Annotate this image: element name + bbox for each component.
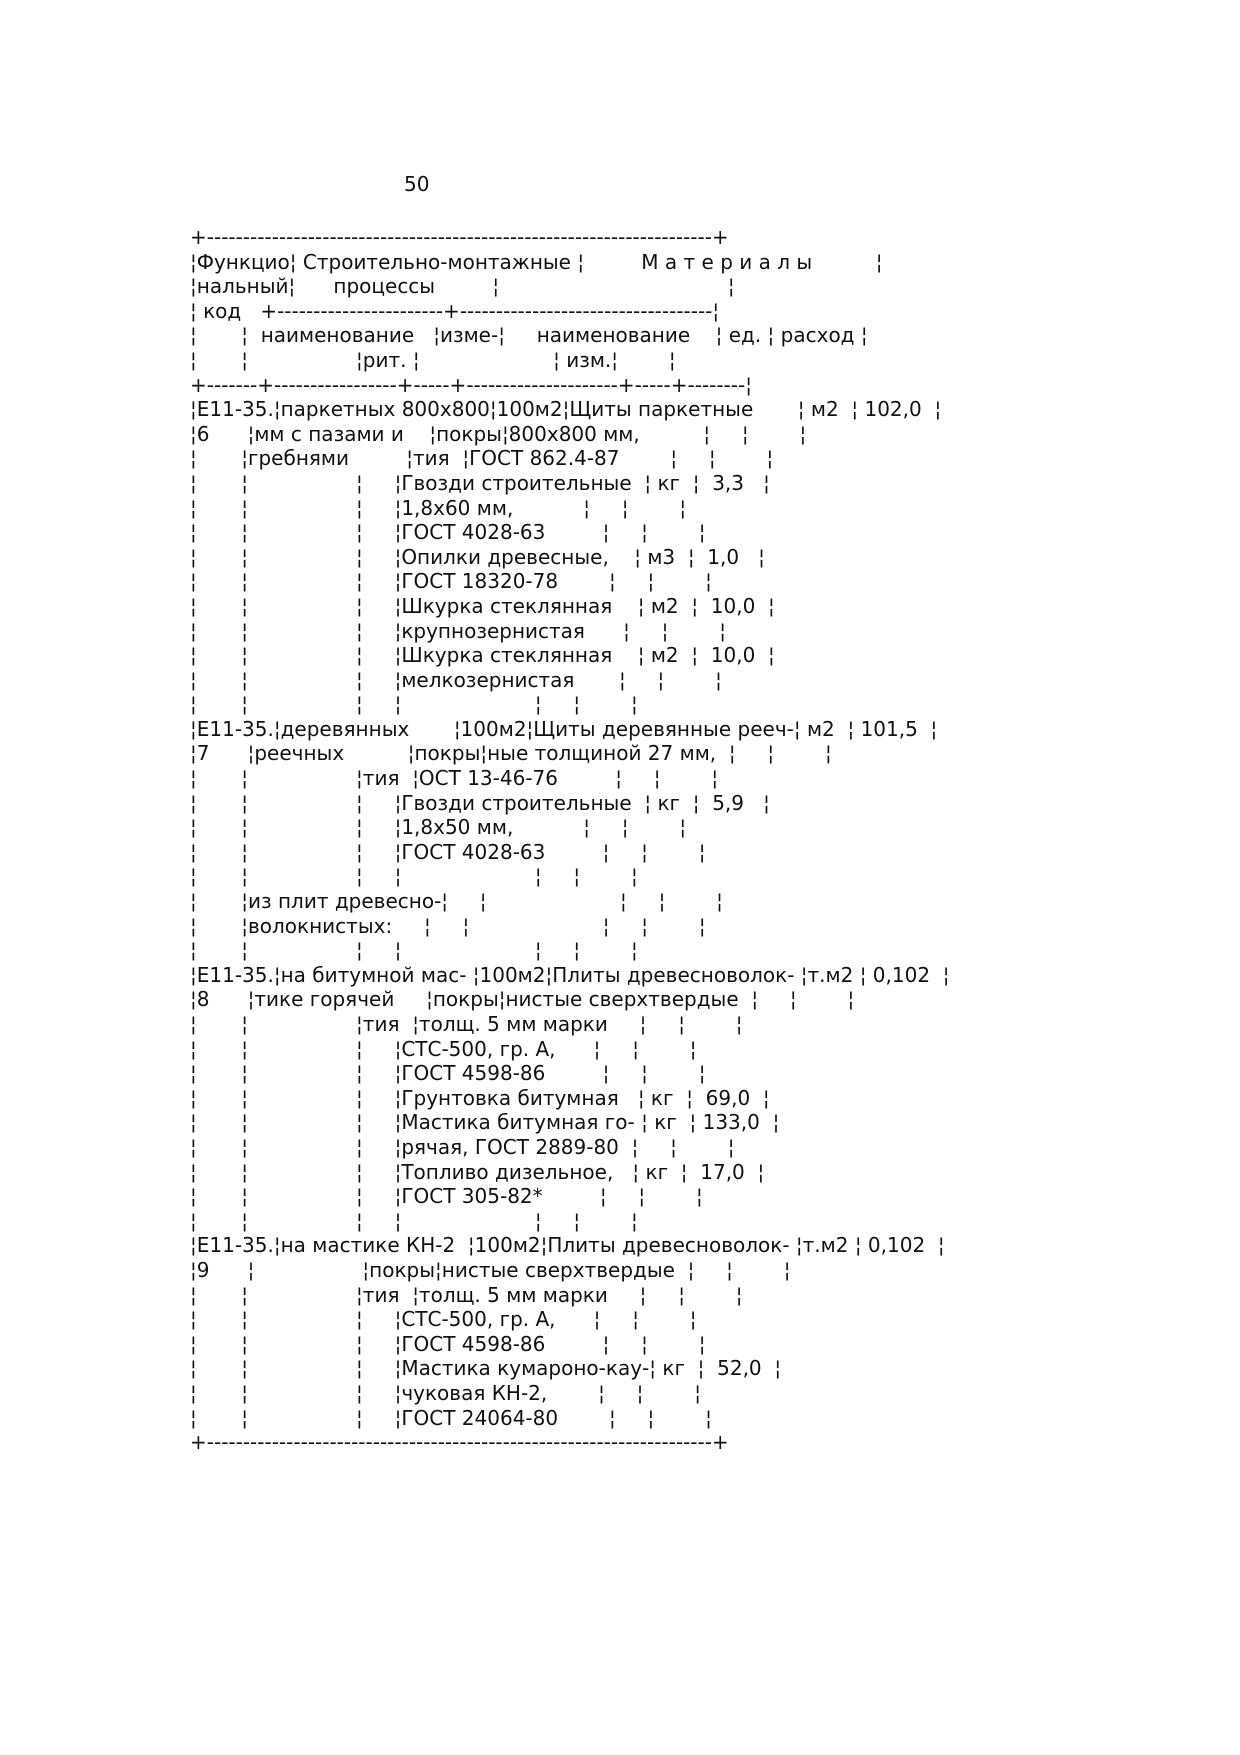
table-line: ¦Функцио¦ Строительно-монтажные ¦ М а т … <box>190 249 883 274</box>
table-line: ¦ ¦ ¦ ¦рячая, ГОСТ 2889-80 ¦ ¦ ¦ <box>190 1134 735 1159</box>
table-line: ¦ ¦ ¦ ¦СТС-500, гр. А, ¦ ¦ ¦ <box>190 1036 697 1061</box>
table-line: ¦8 ¦тике горячей ¦покры¦нистые сверхтвер… <box>190 987 855 1012</box>
table-line: ¦ ¦ ¦ ¦чуковая КН-2, ¦ ¦ ¦ <box>190 1380 701 1405</box>
table-line: ¦ ¦ ¦ ¦ ¦ ¦ ¦ <box>190 1208 638 1233</box>
table-line: ¦ ¦ ¦ ¦1,8х50 мм, ¦ ¦ ¦ <box>190 815 687 840</box>
table-line: ¦ код +-----------------------+---------… <box>190 298 720 323</box>
table-line: ¦E11-35.¦деревянных ¦100м2¦Щиты деревянн… <box>190 716 938 741</box>
page-number: 50 <box>404 172 430 196</box>
table-line: ¦E11-35.¦на битумной мас- ¦100м2¦Плиты д… <box>190 962 950 987</box>
table-line: ¦ ¦ ¦ ¦Гвозди строительные ¦ кг ¦ 3,3 ¦ <box>190 470 770 495</box>
table-line: ¦ ¦ ¦ ¦Топливо дизельное, ¦ кг ¦ 17,0 ¦ <box>190 1159 765 1184</box>
table-line: ¦ ¦ ¦тия ¦ОСТ 13-46-76 ¦ ¦ ¦ <box>190 766 719 791</box>
table-line: ¦ ¦ ¦ ¦Грунтовка битумная ¦ кг ¦ 69,0 ¦ <box>190 1085 770 1110</box>
table-line: ¦ ¦из плит древесно-¦ ¦ ¦ ¦ ¦ <box>190 889 723 914</box>
table-line: ¦6 ¦мм с пазами и ¦покры¦800х800 мм, ¦ ¦… <box>190 421 807 446</box>
table-line: ¦ ¦ ¦ ¦мелкозернистая ¦ ¦ ¦ <box>190 667 722 692</box>
table-line: ¦ ¦ ¦ ¦ГОСТ 4028-63 ¦ ¦ ¦ <box>190 839 706 864</box>
table-line: ¦ ¦ ¦ ¦ ¦ ¦ ¦ <box>190 692 638 717</box>
table-line: ¦E11-35.¦на мастике КН-2 ¦100м2¦Плиты др… <box>190 1233 945 1258</box>
table-line: ¦ ¦ ¦ ¦Опилки древесные, ¦ м3 ¦ 1,0 ¦ <box>190 544 765 569</box>
table-line: ¦ ¦ ¦тия ¦толщ. 5 мм марки ¦ ¦ ¦ <box>190 1012 743 1036</box>
table-line: ¦ ¦ ¦ ¦СТС-500, гр. А, ¦ ¦ ¦ <box>190 1307 697 1332</box>
table-line: ¦ ¦ наименование ¦изме-¦ наименование ¦ … <box>190 323 868 348</box>
table-line: ¦ ¦ ¦ ¦ГОСТ 4028-63 ¦ ¦ ¦ <box>190 520 706 545</box>
table-line: ¦ ¦ ¦тия ¦толщ. 5 мм марки ¦ ¦ ¦ <box>190 1282 743 1307</box>
table-line: ¦ ¦ ¦ ¦ГОСТ 305-82* ¦ ¦ ¦ <box>190 1184 703 1209</box>
table-line: +-------+-----------------+-----+-------… <box>190 372 752 397</box>
table-line: ¦ ¦ ¦рит. ¦ ¦ изм.¦ ¦ <box>190 347 676 372</box>
table-line: ¦ ¦ ¦ ¦ГОСТ 4598-86 ¦ ¦ ¦ <box>190 1061 706 1086</box>
table-line: ¦E11-35.¦паркетных 800х800¦100м2¦Щиты па… <box>190 397 942 422</box>
table-line: ¦ ¦ ¦ ¦ГОСТ 4598-86 ¦ ¦ ¦ <box>190 1331 706 1356</box>
table-line: ¦9 ¦ ¦покры¦нистые сверхтвердые ¦ ¦ ¦ <box>190 1257 791 1282</box>
table-line: ¦ ¦ ¦ ¦ ¦ ¦ ¦ <box>190 938 638 963</box>
table-line: ¦нальный¦ процессы ¦ ¦ <box>190 274 735 299</box>
table-line: ¦ ¦ ¦ ¦ГОСТ 24064-80 ¦ ¦ ¦ <box>190 1405 712 1430</box>
table-line: ¦ ¦ ¦ ¦крупнозернистая ¦ ¦ ¦ <box>190 618 726 643</box>
table-line: ¦ ¦ ¦ ¦Шкурка стеклянная ¦ м2 ¦ 10,0 ¦ <box>190 593 775 618</box>
table-line: ¦ ¦ ¦ ¦Шкурка стеклянная ¦ м2 ¦ 10,0 ¦ <box>190 643 775 668</box>
table-line: +---------------------------------------… <box>190 1430 729 1455</box>
table-line: ¦ ¦волокнистых: ¦ ¦ ¦ ¦ ¦ <box>190 913 706 938</box>
table-line: ¦ ¦ ¦ ¦Мастика битумная го- ¦ кг ¦ 133,0… <box>190 1110 780 1135</box>
materials-table: +---------------------------------------… <box>190 225 950 1455</box>
table-line: ¦ ¦ ¦ ¦ ¦ ¦ ¦ <box>190 864 638 889</box>
table-line: ¦ ¦ ¦ ¦Гвозди строительные ¦ кг ¦ 5,9 ¦ <box>190 790 770 815</box>
table-line: ¦ ¦гребнями ¦тия ¦ГОСТ 862.4-87 ¦ ¦ ¦ <box>190 446 774 471</box>
table-line: ¦ ¦ ¦ ¦1,8х60 мм, ¦ ¦ ¦ <box>190 495 687 520</box>
table-line: +---------------------------------------… <box>190 225 729 249</box>
table-line: ¦7 ¦реечных ¦покры¦ные толщиной 27 мм, ¦… <box>190 741 832 766</box>
table-line: ¦ ¦ ¦ ¦Мастика кумароно-кау-¦ кг ¦ 52,0 … <box>190 1356 782 1381</box>
table-line: ¦ ¦ ¦ ¦ГОСТ 18320-78 ¦ ¦ ¦ <box>190 569 712 594</box>
